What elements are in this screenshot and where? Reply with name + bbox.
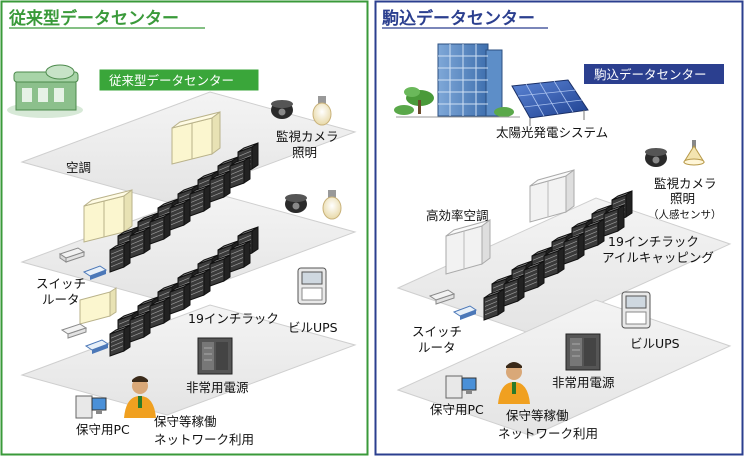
right-pc-label: 保守用PC xyxy=(430,402,484,417)
server-rack-icon xyxy=(149,212,171,245)
right-solar-label: 太陽光発電システム xyxy=(496,125,608,140)
camera-icon xyxy=(645,148,667,167)
left-aircon-middle xyxy=(83,189,133,243)
office-building-icon xyxy=(437,43,503,117)
right-ups-label: ビルUPS xyxy=(630,336,680,351)
ups-icon xyxy=(621,291,651,329)
server-rack-icon xyxy=(583,218,605,251)
camera-icon xyxy=(271,100,293,119)
left-rack-row-upper xyxy=(109,142,259,273)
left-panel-border xyxy=(0,0,369,456)
left-rack-label: 19インチラック xyxy=(188,311,279,326)
right-sensor-label: （人感センサ） xyxy=(648,208,722,221)
right-rack-row xyxy=(483,190,633,321)
right-aircon-upper xyxy=(529,169,575,223)
server-rack-icon xyxy=(543,246,565,279)
router-icon xyxy=(84,339,110,354)
spot-light-icon xyxy=(683,140,705,166)
camera-icon xyxy=(285,194,307,213)
server-rack-icon xyxy=(483,288,505,321)
right-title: 駒込データセンター xyxy=(382,8,535,29)
right-maint-label-1: 保守等稼働 xyxy=(506,408,569,423)
left-aircon-label: 空調 xyxy=(66,160,91,175)
server-rack-icon xyxy=(209,254,231,287)
server-rack-icon xyxy=(523,260,545,293)
right-maint-label-2: ネットワーク利用 xyxy=(498,426,598,441)
datacenter-building-icon xyxy=(7,64,83,118)
left-camera-label: 監視カメラ xyxy=(276,129,339,144)
right-aircon-lower xyxy=(445,219,491,275)
right-power-label: 非常用電源 xyxy=(552,375,615,390)
right-floor-2 xyxy=(396,299,732,437)
right-panel-border xyxy=(374,0,744,456)
right-switch-label: スイッチ xyxy=(412,324,462,339)
server-rack-icon xyxy=(109,240,131,273)
server-rack-icon xyxy=(109,324,131,357)
switch-icon xyxy=(60,323,88,339)
right-rack-label-2: アイルキャッピング xyxy=(602,250,714,265)
tree-icon xyxy=(394,87,514,117)
server-rack-icon xyxy=(229,156,251,189)
left-floor-2 xyxy=(20,191,357,303)
left-aircon-lower xyxy=(79,287,117,325)
server-rack-icon xyxy=(229,240,251,273)
generator-icon xyxy=(565,333,601,371)
left-pc-label: 保守用PC xyxy=(76,422,130,437)
left-router-label: ルータ xyxy=(42,292,80,307)
pc-icon xyxy=(445,375,477,399)
server-rack-icon xyxy=(189,184,211,217)
left-ups-label: ビルUPS xyxy=(288,320,338,335)
generator-icon xyxy=(197,337,233,375)
server-rack-icon xyxy=(129,226,151,259)
right-light-label: 照明 xyxy=(670,191,695,206)
left-maint-label-1: 保守等稼働 xyxy=(154,414,217,429)
left-rack-row-lower xyxy=(109,226,259,357)
router-icon xyxy=(452,305,478,320)
left-light-label: 照明 xyxy=(292,145,317,160)
person-icon xyxy=(498,362,530,404)
light-bulb-icon xyxy=(322,190,342,220)
solar-panel-icon xyxy=(511,79,589,126)
right-badge xyxy=(584,64,724,84)
left-title: 従来型データセンター xyxy=(8,8,179,29)
light-bulb-icon xyxy=(312,96,332,126)
right-camera-label: 監視カメラ xyxy=(654,176,717,191)
left-aircon-upper xyxy=(171,111,221,165)
left-maint-label-2: ネットワーク利用 xyxy=(154,432,254,447)
left-switch-label: スイッチ xyxy=(36,276,86,291)
right-router-label: ルータ xyxy=(418,340,456,355)
server-rack-icon xyxy=(209,170,231,203)
right-aircon-label: 高効率空調 xyxy=(426,208,489,223)
ups-icon xyxy=(297,267,327,305)
pc-icon xyxy=(75,395,107,419)
router-icon xyxy=(82,265,108,280)
server-rack-icon xyxy=(563,232,585,265)
person-icon xyxy=(124,376,156,418)
left-badge-label: 従来型データセンター xyxy=(109,73,234,88)
server-rack-icon xyxy=(149,296,171,329)
switch-icon xyxy=(58,247,86,263)
server-rack-icon xyxy=(503,274,525,307)
left-power-label: 非常用電源 xyxy=(186,380,249,395)
right-rack-label-1: 19インチラック xyxy=(608,234,699,249)
right-badge-label: 駒込データセンター xyxy=(594,67,707,82)
switch-icon xyxy=(428,289,456,305)
